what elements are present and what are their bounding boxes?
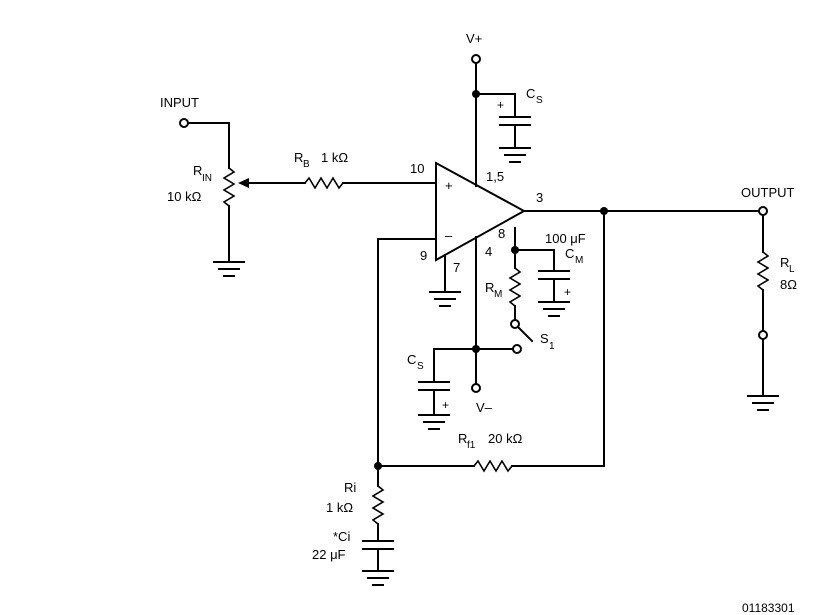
input-section: INPUT R IN 10 kΩ: [160, 95, 306, 277]
rin-value: 10 kΩ: [167, 189, 202, 204]
vminus-label: V–: [476, 400, 493, 415]
pin-7-label: 7: [453, 260, 460, 275]
vplus-supply: V+ 1,5: [466, 31, 516, 187]
s1-switch-blade: [516, 325, 534, 343]
cm-polarity: +: [564, 285, 571, 299]
vminus-supply: 4 V–: [433, 236, 514, 415]
rf1-sub: f1: [467, 440, 476, 451]
inverting-input-wire: [377, 238, 437, 467]
cs-bottom-name: C: [407, 352, 416, 367]
cs-bottom-sub: S: [417, 361, 424, 372]
pin-10-label: 10: [410, 161, 424, 176]
op-amp: + –: [435, 161, 527, 262]
ri-name: Ri: [344, 480, 356, 495]
output-section: 3 OUTPUT R L 8Ω: [523, 185, 797, 411]
cs-top-sub: S: [536, 95, 543, 106]
figure-id: 01183301: [742, 601, 795, 615]
ci-value: 22 μF: [312, 547, 346, 562]
feedback-return-wire: [511, 210, 605, 467]
s1-terminal-b: [512, 344, 522, 354]
rl-terminal: [758, 330, 768, 340]
op-amp-triangle: [435, 161, 527, 262]
rl-name: R: [780, 255, 789, 270]
input-wire: [187, 122, 230, 169]
cm-value: 100 μF: [545, 231, 586, 246]
output-terminal: [758, 206, 768, 216]
rb-sub: B: [303, 159, 310, 170]
cs-top-name: C: [526, 86, 535, 101]
gain-select-network: 8 + C M 100 μF R M S 1: [485, 226, 586, 354]
pin-1-5-label: 1,5: [486, 169, 504, 184]
minus-input-sign: –: [445, 228, 453, 243]
plus-input-sign: +: [445, 178, 453, 193]
cs-top-polarity: +: [497, 98, 504, 112]
cm-name: C: [565, 246, 574, 261]
rm-name: R: [485, 280, 494, 295]
rin-sub: IN: [202, 173, 212, 184]
pin-3-label: 3: [536, 190, 543, 205]
s1-terminal-a: [510, 319, 520, 329]
rf1-value: 20 kΩ: [488, 431, 523, 446]
s1-sub: 1: [549, 341, 555, 352]
cs-bottom-capacitor: + C S: [407, 348, 450, 430]
rin-resistor: [222, 167, 236, 207]
input-terminal: [179, 118, 189, 128]
vplus-label: V+: [466, 31, 482, 46]
cs-top-capacitor: + C S: [497, 86, 543, 163]
rb-name: R: [294, 150, 303, 165]
rb-resistor: R B 1 kΩ 10: [294, 150, 437, 190]
cs-bottom-polarity: +: [442, 398, 449, 412]
rf1-name: R: [458, 431, 467, 446]
rl-resistor: [756, 251, 770, 291]
rin-wiper-arrow-icon: [238, 178, 249, 188]
pin-9-label: 9: [420, 248, 427, 263]
rl-value: 8Ω: [780, 277, 797, 292]
pin-7-ground: 7: [429, 254, 461, 307]
rin-name: R: [193, 163, 202, 178]
s1-name: S: [540, 331, 549, 346]
cm-sub: M: [575, 255, 583, 266]
feedback-network: 9 R f1 20 kΩ: [374, 210, 605, 473]
ri-resistor: [371, 485, 385, 525]
rl-sub: L: [789, 264, 795, 275]
input-label: INPUT: [160, 95, 199, 110]
ri-value: 1 kΩ: [326, 500, 353, 515]
rb-value: 1 kΩ: [321, 150, 348, 165]
ci-name: *Ci: [333, 529, 350, 544]
pin-4-label: 4: [485, 244, 492, 259]
rf1-resistor: [473, 459, 513, 473]
rm-sub: M: [494, 289, 502, 300]
output-label: OUTPUT: [741, 185, 795, 200]
vminus-terminal: [471, 383, 481, 393]
vplus-terminal: [471, 54, 481, 64]
pin-8-label: 8: [498, 226, 505, 241]
ri-ci-branch: Ri 1 kΩ *Ci 22 μF: [312, 465, 394, 586]
rm-resistor: [508, 267, 522, 307]
